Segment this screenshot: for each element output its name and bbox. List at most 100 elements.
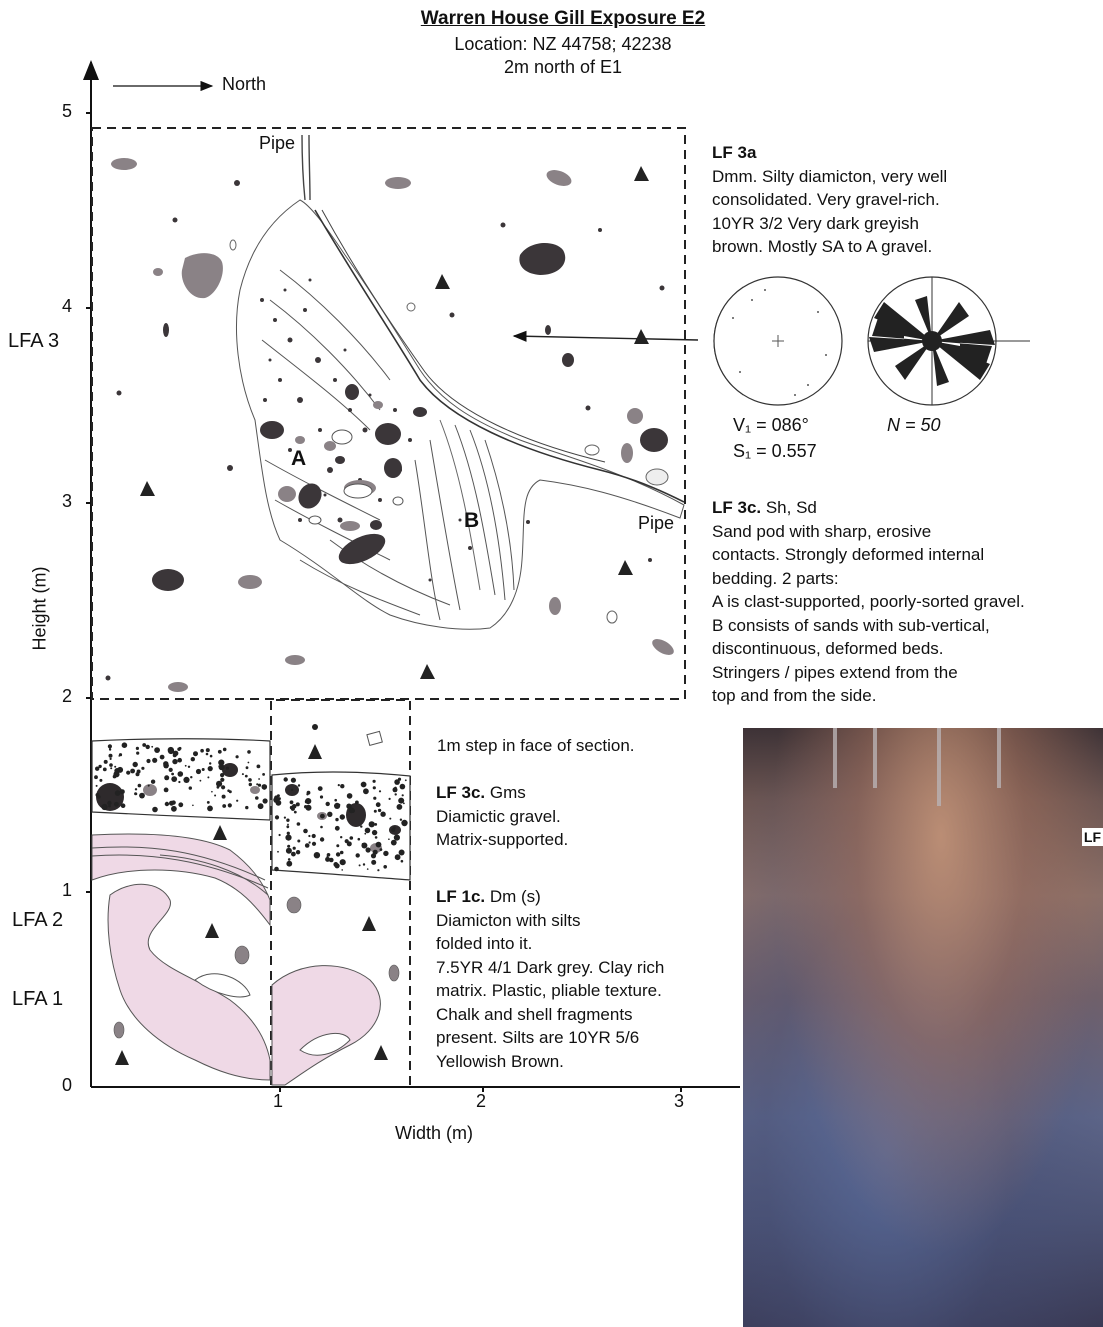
note-line: consolidated. Very gravel-rich. xyxy=(712,190,940,209)
gravel-speckle xyxy=(227,803,232,808)
gravel-speckle xyxy=(171,805,177,812)
gravel-speckle xyxy=(220,777,225,782)
lf3c-gms-note: LF 3c. Gms Diamictic gravel. Matrix-supp… xyxy=(436,781,568,852)
gravel-speckle xyxy=(244,774,248,778)
gravel-speckle xyxy=(355,800,359,805)
rose-plot xyxy=(867,276,1030,406)
gravel-speckle xyxy=(317,786,323,791)
gravel-speckle xyxy=(220,773,225,778)
page-title: Warren House Gill Exposure E2 xyxy=(420,8,706,29)
gravel-speckle xyxy=(319,795,324,799)
gravel-speckle xyxy=(168,767,173,773)
lf3a-note: LF 3a Dmm. Silty diamicton, very well co… xyxy=(712,141,947,259)
gravel-speckle xyxy=(167,746,174,754)
note-line: Yellowish Brown. xyxy=(436,1051,564,1071)
gravel-speckle xyxy=(378,790,382,793)
gravel-speckle xyxy=(221,785,226,790)
gravel-speckle xyxy=(336,844,340,848)
gravel-speckle xyxy=(132,761,138,768)
gravel-speckle xyxy=(374,823,378,826)
gravel-speckle xyxy=(178,780,181,784)
gravel-speckle xyxy=(292,846,296,850)
gravel-speckle xyxy=(355,853,360,858)
gravel-speckle xyxy=(217,749,222,754)
y-tick: 3 xyxy=(62,491,73,511)
gravel-speckle xyxy=(97,795,101,799)
note-line: 7.5YR 4/1 Dark grey. Clay rich xyxy=(436,957,665,977)
gravel-speckle xyxy=(360,825,363,828)
gravel-speckle xyxy=(396,804,403,810)
gravel-speckle xyxy=(207,766,213,772)
gravel-speckle xyxy=(114,765,117,768)
gravel-speckle xyxy=(372,849,378,855)
gravel-speckle xyxy=(283,816,286,819)
gravel-speckle xyxy=(287,823,289,826)
gravel-speckle xyxy=(274,866,279,872)
stereonet-plot xyxy=(713,276,843,406)
gravel-speckle xyxy=(101,803,108,811)
gravel-speckle xyxy=(172,753,177,758)
gravel-speckle xyxy=(261,784,268,790)
gravel-speckle xyxy=(218,764,225,771)
gravel-speckle xyxy=(374,836,378,839)
gravel-speckle xyxy=(247,761,250,764)
gravel-speckle xyxy=(275,799,282,806)
gravel-speckle xyxy=(372,786,376,790)
gravel-speckle xyxy=(287,844,291,848)
gravel-speckle xyxy=(290,788,294,791)
gravel-speckle xyxy=(383,865,388,869)
gravel-speckle xyxy=(371,859,377,865)
gravel-speckle xyxy=(178,802,184,808)
gravel-speckle xyxy=(109,763,113,767)
gravel-speckle xyxy=(366,868,369,870)
gravel-speckle xyxy=(394,854,401,861)
gravel-speckle xyxy=(164,801,170,807)
gravel-speckle xyxy=(126,770,131,775)
gravel-speckle xyxy=(291,851,296,857)
gravel-speckle xyxy=(146,758,151,764)
gravel-speckle xyxy=(394,779,400,785)
gravel-speckle xyxy=(325,856,331,862)
step-note: 1m step in face of section. xyxy=(437,736,635,755)
gravel-speckle xyxy=(337,784,340,787)
gravel-speckle xyxy=(206,801,210,804)
gravel-speckle xyxy=(163,787,169,793)
gravel-speckle xyxy=(297,839,301,843)
gravel-speckle xyxy=(283,777,288,782)
gravel-speckle xyxy=(142,743,147,747)
gravel-speckle xyxy=(103,759,108,764)
note-line: B consists of sands with sub-vertical, xyxy=(712,615,990,635)
gravel-speckle xyxy=(136,769,141,774)
diamicton-dark-clasts xyxy=(105,180,668,681)
section-diagram xyxy=(83,60,743,1092)
gravel-speckle xyxy=(178,772,183,777)
sand-pod xyxy=(236,134,685,630)
gravel-speckle xyxy=(295,802,300,807)
gravel-speckle xyxy=(335,817,339,822)
gravel-speckle xyxy=(108,748,112,751)
gravel-speckle xyxy=(151,745,154,748)
gravel-speckle xyxy=(134,788,138,791)
gravel-speckle xyxy=(183,776,190,784)
gravel-speckle xyxy=(139,792,145,799)
gravel-speckle xyxy=(365,847,371,853)
gravel-speckle xyxy=(262,798,268,804)
gravel-speckle xyxy=(130,768,136,774)
gravel-speckle xyxy=(290,777,296,783)
gravel-speckle xyxy=(285,834,292,841)
diamicton-open-clasts xyxy=(229,239,669,624)
lf3c-sand-heading: LF 3c. xyxy=(712,498,762,517)
gravel-speckle xyxy=(187,765,191,768)
step-box-clasts xyxy=(312,724,383,746)
gravel-speckle xyxy=(145,744,150,750)
gravel-speckle xyxy=(400,859,404,863)
gravel-speckle xyxy=(152,757,158,763)
gravel-speckle xyxy=(392,787,398,793)
gravel-speckle xyxy=(245,805,249,810)
gravel-speckle xyxy=(274,815,280,820)
step-box xyxy=(270,699,411,1085)
gravel-speckle xyxy=(357,837,361,841)
gravel-speckle xyxy=(109,757,112,761)
note-line: Diamicton with silts xyxy=(436,910,581,930)
pipe-side-label: Pipe xyxy=(638,513,675,533)
